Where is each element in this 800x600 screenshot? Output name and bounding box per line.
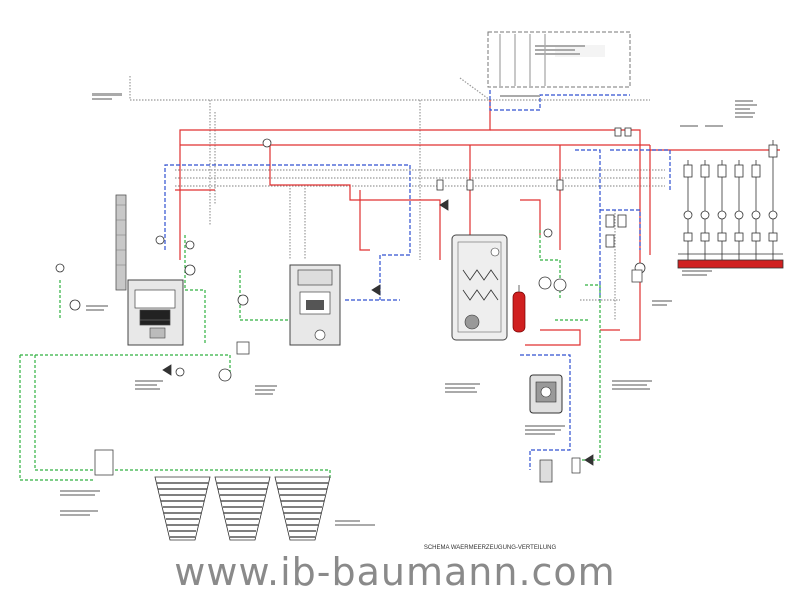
distribution-manifold [677, 140, 784, 269]
boiler-1 [127, 279, 184, 346]
roof-storage-unit [487, 31, 631, 88]
ground-probes [154, 476, 331, 541]
grey-dotted-lines [129, 76, 665, 320]
heat-pump-station [529, 374, 581, 483]
flue-pipe [115, 194, 127, 291]
return-pipes [164, 90, 671, 470]
buffer-tank [451, 234, 508, 341]
supply-pipes [175, 100, 780, 346]
valve-clusters [436, 127, 632, 248]
expansion-vessel [512, 285, 526, 333]
control-boxes [94, 269, 643, 476]
watermark-url: www.ib-baumann.com [174, 550, 615, 594]
gauge-circles [55, 138, 646, 377]
boiler-2 [289, 264, 341, 346]
pump-symbols [162, 199, 594, 466]
annotation-marks [60, 45, 757, 526]
diagram-title: SCHEMA WAERMEERZEUGUNG-VERTEILUNG [424, 545, 557, 551]
